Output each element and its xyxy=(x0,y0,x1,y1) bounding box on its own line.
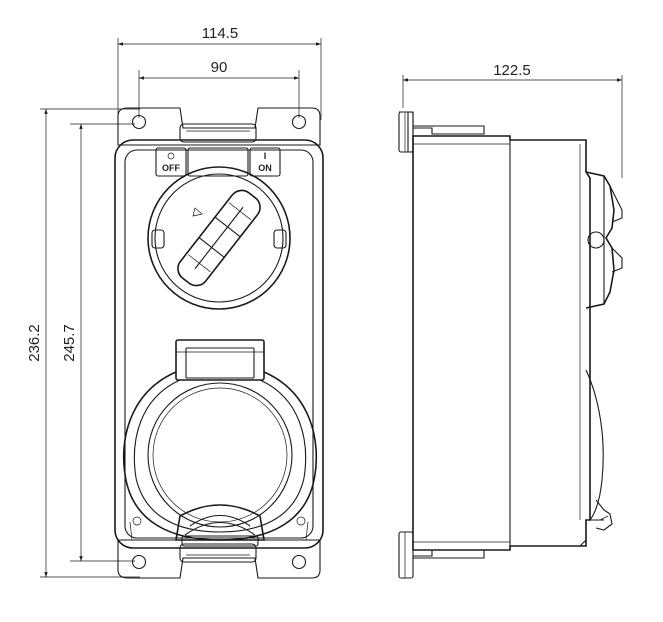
top-mounting-flange xyxy=(117,107,321,146)
on-label-plate xyxy=(249,147,281,177)
dimension-label-236-2: 236.2 xyxy=(26,324,43,362)
socket-face xyxy=(147,382,293,528)
off-label-plate xyxy=(155,147,187,177)
side-switch-protrusion xyxy=(585,171,623,309)
enclosure-inner-frame xyxy=(124,149,314,539)
socket-outlet xyxy=(122,371,318,541)
enclosure-body xyxy=(114,139,324,549)
off-label-text: OFF xyxy=(162,163,180,173)
on-label-symbol: I xyxy=(264,151,267,161)
rotary-switch xyxy=(147,166,291,310)
dimension-height-236-2: 236.2 xyxy=(26,108,140,578)
mounting-hole-bottom-left xyxy=(131,554,147,570)
mounting-hole-top-right xyxy=(291,114,307,130)
top-latch xyxy=(179,123,257,143)
socket-hinge-block xyxy=(175,339,265,381)
off-label: OFF xyxy=(162,152,180,173)
on-label-text: ON xyxy=(258,163,272,173)
dimension-side-depth: 122.5 xyxy=(402,62,623,178)
on-label: I ON xyxy=(258,151,272,173)
bottom-mounting-flange xyxy=(117,539,321,579)
side-socket-profile xyxy=(585,369,613,531)
mounting-hole-bottom-right xyxy=(291,554,307,570)
dimension-height-245-7: 245.7 xyxy=(61,123,135,562)
dimension-label-122-5: 122.5 xyxy=(493,62,531,79)
side-mounting-plate xyxy=(399,111,414,153)
dimension-hole-spacing: 90 xyxy=(138,59,300,118)
rotary-handle xyxy=(177,189,261,287)
dimension-overall-width: 114.5 xyxy=(117,25,322,120)
side-body-outline xyxy=(412,135,591,551)
front-view: OFF I ON xyxy=(114,107,324,579)
dimension-label-114-5: 114.5 xyxy=(202,25,238,42)
socket-lid-latch xyxy=(175,504,265,547)
mounting-hole-top-left xyxy=(131,114,147,130)
center-label-recess xyxy=(187,147,249,177)
bottom-latch xyxy=(179,543,257,563)
dimension-label-90: 90 xyxy=(211,59,228,76)
dimension-label-245-7: 245.7 xyxy=(61,324,78,362)
side-view xyxy=(398,111,623,579)
handle-arrow-icon xyxy=(192,207,203,217)
